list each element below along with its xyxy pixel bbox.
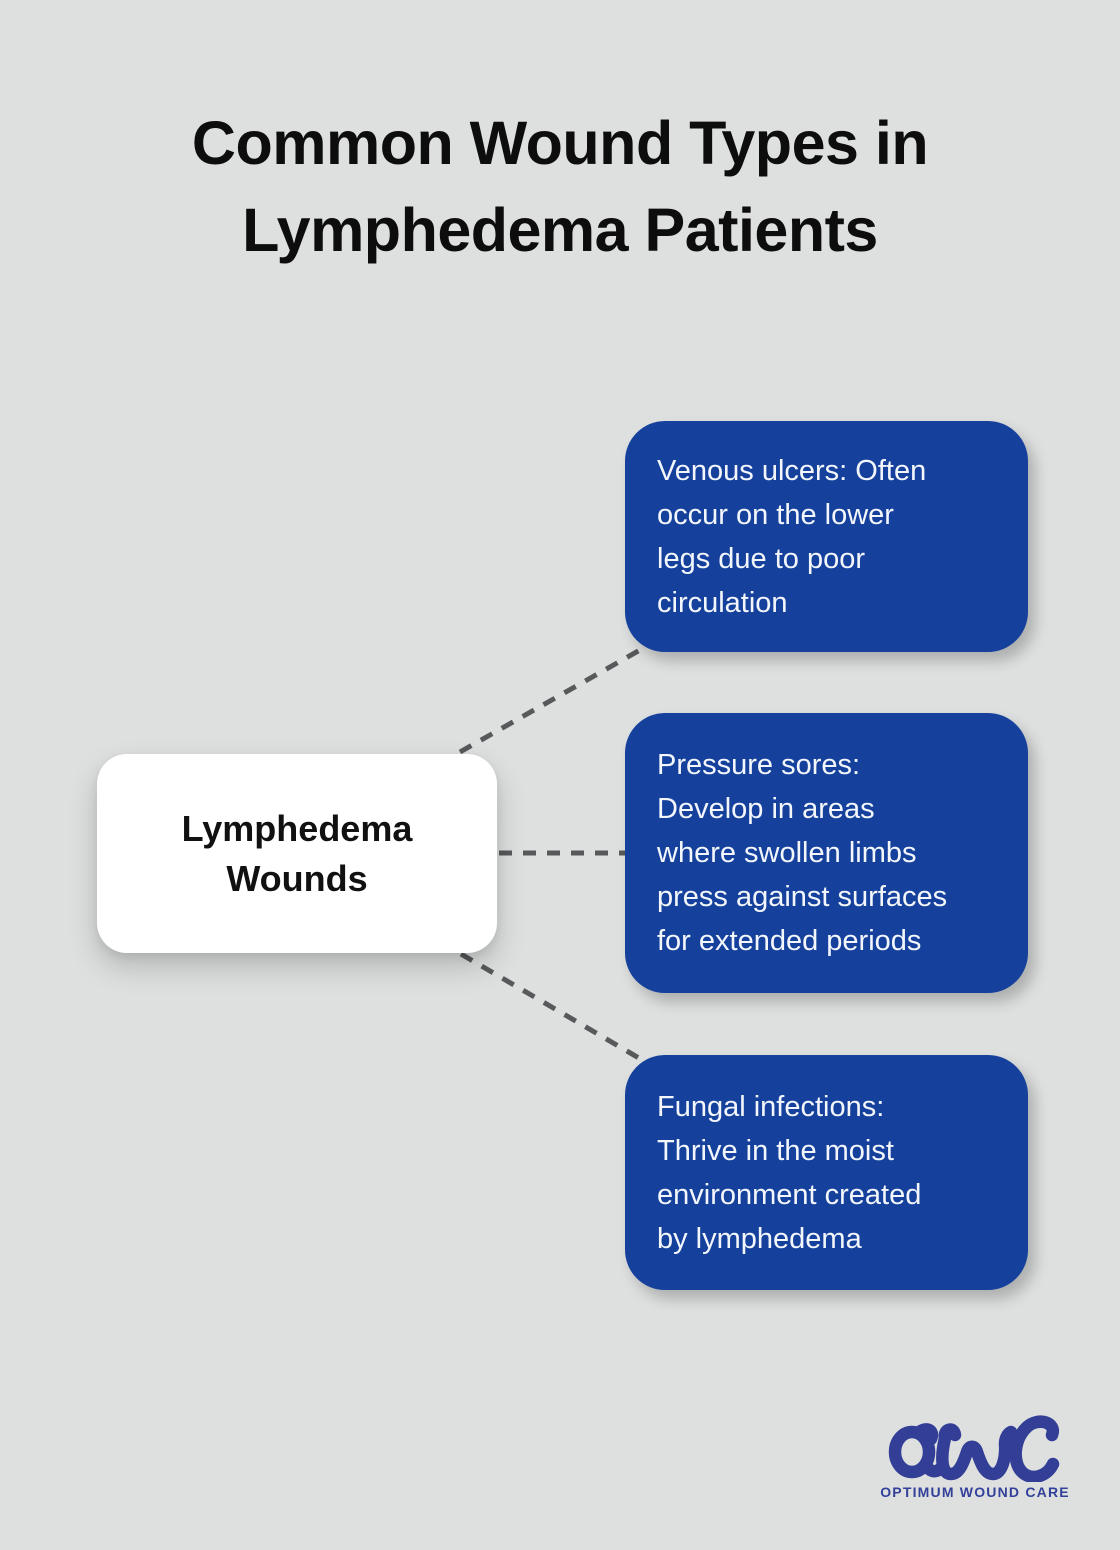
connector-line-venous-ulcers [458, 643, 649, 755]
center-node-lymphedema-wounds: Lymphedema Wounds [97, 754, 497, 953]
connector-line-fungal-infections [459, 951, 646, 1064]
page-title: Common Wound Types in Lymphedema Patient… [191, 109, 929, 264]
branch-text-venous-ulcers: Venous ulcers: Often occur on the lower … [657, 454, 927, 619]
owc-logo-tagline: OPTIMUM WOUND CARE [880, 1484, 1070, 1500]
owc-logo: OPTIMUM WOUND CARE [870, 1406, 1080, 1500]
branch-box-pressure-sores: Pressure sores: Develop in areas where s… [625, 713, 1028, 993]
branch-text-fungal-infections: Fungal infections: Thrive in the moist e… [657, 1090, 922, 1255]
center-node-label: Lymphedema Wounds [181, 807, 413, 899]
owc-logo-script-icon [888, 1415, 1060, 1482]
branch-box-venous-ulcers: Venous ulcers: Often occur on the lower … [625, 421, 1028, 652]
branch-text-pressure-sores: Pressure sores: Develop in areas where s… [657, 749, 948, 957]
branch-box-fungal-infections: Fungal infections: Thrive in the moist e… [625, 1055, 1028, 1290]
